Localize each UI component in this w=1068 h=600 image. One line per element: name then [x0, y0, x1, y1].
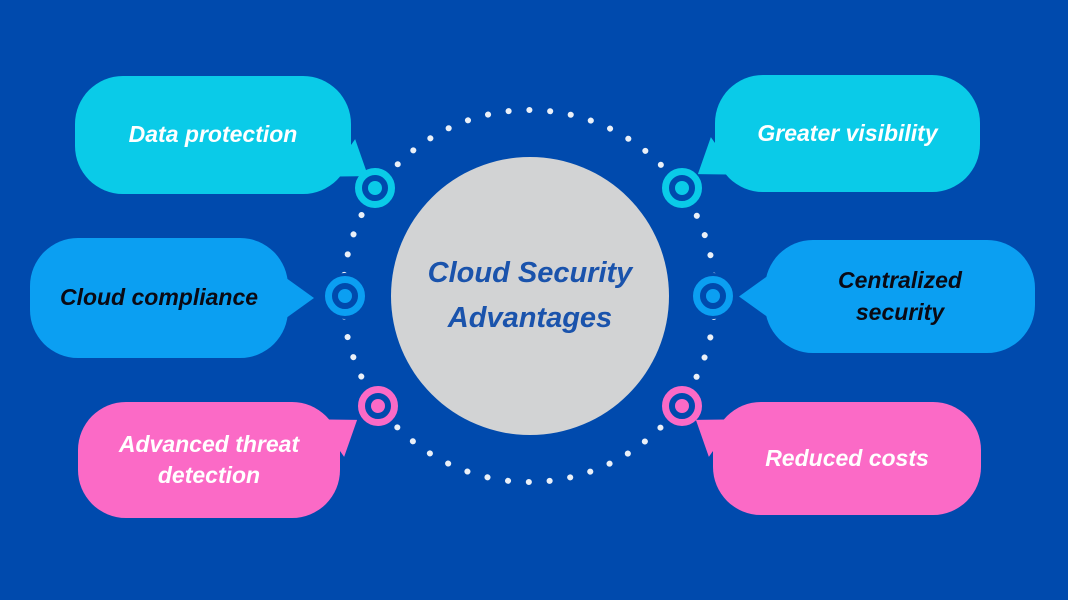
target-icon-dot	[338, 289, 352, 303]
target-icon-ring	[325, 276, 365, 316]
target-icon-top-right	[659, 165, 705, 211]
bubble-label: Advanced threat detection	[118, 430, 300, 488]
target-icon-dot	[675, 399, 689, 413]
target-icon-middle-right	[690, 273, 736, 319]
diagram-title: Cloud Security Advantages	[427, 257, 633, 334]
target-icon-dot	[675, 181, 689, 195]
bubble-label: Data protection	[128, 121, 298, 148]
target-icon-dot	[706, 289, 720, 303]
bubble-reduced-costs: Reduced costs	[713, 402, 981, 515]
target-icon-ring	[662, 168, 702, 208]
target-icon-dot	[368, 181, 382, 195]
target-icon-ring	[662, 386, 702, 426]
target-icon-ring	[693, 276, 733, 316]
bubble-advanced-threat-detection: Advanced threat detection	[78, 402, 340, 518]
bubble-cloud-compliance: Cloud compliance	[30, 238, 314, 358]
target-icon-ring	[355, 168, 395, 208]
bubble-label: Centralized security	[838, 267, 962, 325]
target-icon-dot	[371, 399, 385, 413]
target-icon-ring	[358, 386, 398, 426]
bubble-label: Cloud compliance	[59, 284, 259, 311]
bubble-centralized-security: Centralized security	[739, 240, 1035, 353]
bubble-data-protection: Data protection	[75, 76, 351, 194]
bubble-label: Reduced costs	[765, 444, 929, 471]
bubble-greater-visibility: Greater visibility	[715, 75, 980, 192]
bubble-label: Greater visibility	[757, 119, 938, 146]
target-icon-bottom-left	[355, 383, 401, 429]
center-circle: Cloud Security Advantages	[391, 157, 669, 435]
target-icon-middle-left	[322, 273, 368, 319]
target-icon-top-left	[352, 165, 398, 211]
